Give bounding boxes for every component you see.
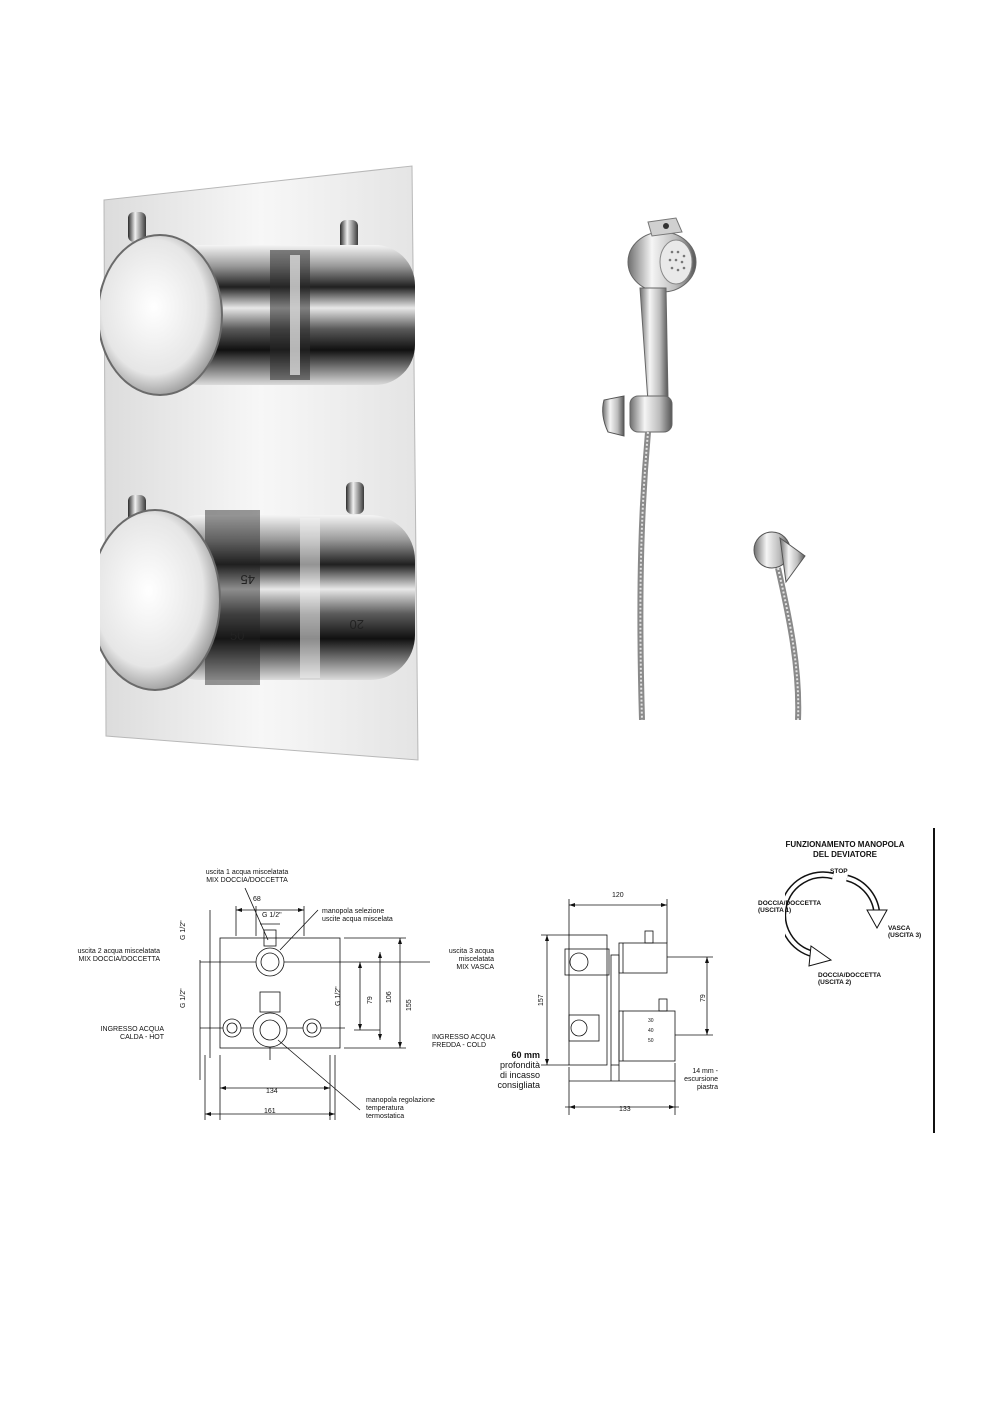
dim-120: 120 — [612, 892, 624, 899]
recess-depth-value: 60 mm — [511, 1050, 540, 1060]
dim-161: 161 — [264, 1108, 276, 1115]
outlet3-mix-text: MIX VASCA — [456, 964, 494, 971]
scale-30: 30 — [648, 1018, 654, 1024]
cold-inlet-text-2: FREDDA - COLD — [432, 1042, 487, 1049]
diverter-title: FUNZIONAMENTO MANOPOLA DEL DEVIATORE — [760, 840, 930, 860]
diverter-out3: VASCA (USCITA 3) — [888, 925, 921, 939]
diverter-out1-text-1: DOCCIA/DOCCETTA — [758, 900, 822, 907]
scale-50: 50 — [648, 1038, 654, 1044]
outlet3-label: uscita 3 acqua miscelatata MIX VASCA — [410, 948, 494, 972]
side-view-drawing — [541, 899, 713, 1115]
outlet3-text-2: miscelatata — [458, 956, 494, 963]
thermo-label: manopola regolazione temperatura termost… — [366, 1097, 435, 1121]
plate-travel-text-2: escursione — [684, 1076, 718, 1083]
selector-label: manopola selezione uscite acqua miscelat… — [322, 908, 393, 924]
dim-g-right: G 1/2" — [335, 986, 342, 1006]
outlet2-text: uscita 2 acqua miscelatata — [77, 948, 161, 955]
diverter-title-1: FUNZIONAMENTO MANOPOLA — [785, 840, 905, 849]
thermo-text-1: manopola regolazione — [366, 1097, 435, 1104]
diverter-out1-text-2: (USCITA 1) — [758, 907, 792, 914]
dial-number-45: 45 — [241, 572, 255, 587]
cold-inlet-text-1: INGRESSO ACQUA — [432, 1034, 496, 1041]
dim-g-left-top: G 1/2" — [180, 920, 187, 940]
recess-depth-text-4: consigliata — [497, 1080, 540, 1090]
outlet2-label: uscita 2 acqua miscelatata MIX DOCCIA/DO… — [40, 948, 161, 964]
dim-g-top: G 1/2" — [262, 912, 282, 919]
diverter-out2-text-1: DOCCIA/DOCCETTA — [818, 972, 882, 979]
diverter-rotation-diagram — [785, 871, 888, 967]
thermo-text-2: temperatura — [366, 1105, 404, 1112]
dim-134: 134 — [266, 1088, 278, 1095]
diverter-out3-text-1: VASCA — [888, 925, 911, 932]
diverter-title-2: DEL DEVIATORE — [812, 850, 877, 859]
selector-text-2: uscite acqua miscelata — [322, 916, 393, 923]
outlet3-text-1: uscita 3 acqua — [448, 948, 494, 955]
outlet1-text: uscita 1 acqua miscelatata — [205, 869, 289, 876]
diverter-out1: DOCCIA/DOCCETTA (USCITA 1) — [758, 900, 821, 914]
dim-68: 68 — [253, 896, 261, 903]
hot-inlet-label: INGRESSO ACQUA CALDA - HOT — [80, 1026, 164, 1042]
dim-133: 133 — [619, 1106, 631, 1113]
thermo-text-3: termostatica — [366, 1113, 405, 1120]
dial-number-20: 20 — [350, 617, 364, 632]
dim-155: 155 — [406, 999, 413, 1011]
diverter-out2: DOCCIA/DOCCETTA (USCITA 2) — [818, 972, 881, 986]
scale-40: 40 — [648, 1028, 654, 1034]
diverter-out3-text-2: (USCITA 3) — [888, 932, 922, 939]
mixer-product-photo: 45 50 20 — [100, 165, 419, 761]
hand-shower-photo — [602, 217, 806, 720]
outlet2-mix-text: MIX DOCCIA/DOCCETTA — [78, 956, 160, 963]
outlet1-mix-text: MIX DOCCIA/DOCCETTA — [206, 877, 288, 884]
diverter-stop: STOP — [830, 868, 848, 875]
plate-travel-text-3: piastra — [696, 1084, 718, 1091]
cold-inlet-label: INGRESSO ACQUA FREDDA - COLD — [432, 1034, 495, 1050]
recess-depth-text-3: di incasso — [499, 1070, 540, 1080]
dim-79-side: 79 — [700, 994, 707, 1002]
selector-text-1: manopola selezione — [322, 908, 385, 915]
outlet1-label: uscita 1 acqua miscelatata MIX DOCCIA/DO… — [192, 869, 302, 885]
dim-157: 157 — [538, 994, 545, 1006]
dim-106: 106 — [386, 991, 393, 1003]
right-margin-rule — [933, 828, 935, 1133]
plate-travel-text-1: 14 mm - — [692, 1068, 718, 1075]
hot-inlet-text-2: CALDA - HOT — [120, 1034, 164, 1041]
dim-79-front: 79 — [367, 996, 374, 1004]
dial-number-50: 50 — [230, 628, 244, 643]
hot-inlet-text-1: INGRESSO ACQUA — [100, 1026, 164, 1033]
recess-depth-label: 60 mm profondità di incasso consigliata — [480, 1050, 540, 1090]
recess-depth-text-2: profondità — [499, 1060, 540, 1070]
plate-travel-label: 14 mm - escursione piastra — [660, 1068, 718, 1092]
dim-g-left-bottom: G 1/2" — [180, 988, 187, 1008]
front-view-drawing — [199, 887, 430, 1120]
diverter-out2-text-2: (USCITA 2) — [818, 979, 852, 986]
